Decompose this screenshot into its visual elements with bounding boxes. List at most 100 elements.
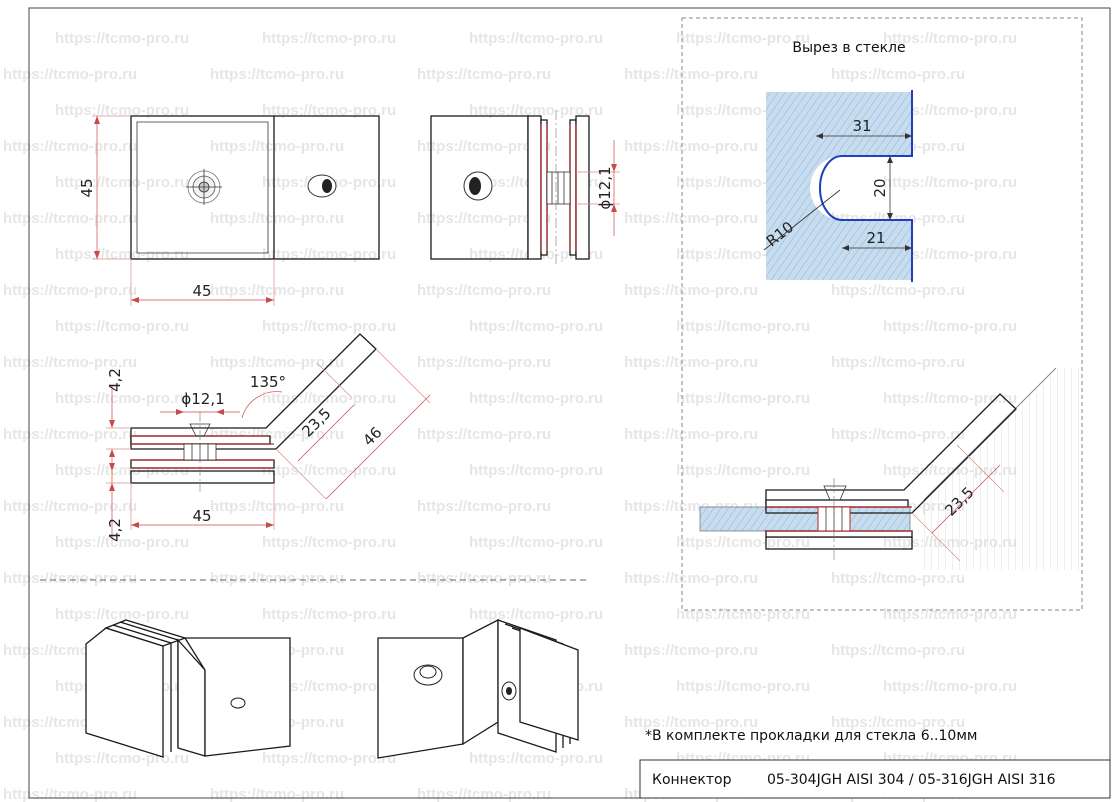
watermark-text: https://tcmo-pro.ru xyxy=(417,282,551,299)
watermark-text: https://tcmo-pro.ru xyxy=(676,318,810,335)
watermark-text: https://tcmo-pro.ru xyxy=(676,30,810,47)
watermark-text: https://tcmo-pro.ru xyxy=(3,210,137,227)
watermark-text: https://tcmo-pro.ru xyxy=(883,30,1017,47)
side-view: ϕ12,1 xyxy=(430,110,620,264)
watermark-text: https://tcmo-pro.ru xyxy=(831,354,965,371)
arm-total-label: 46 xyxy=(359,423,385,449)
front-bolt-head-icon xyxy=(307,174,337,198)
watermark-text: https://tcmo-pro.ru xyxy=(469,750,603,767)
watermark-text: https://tcmo-pro.ru xyxy=(624,642,758,659)
watermark-text: https://tcmo-pro.ru xyxy=(3,570,137,587)
iso-bolt-icon xyxy=(413,664,443,686)
gasket-note: *В комплекте прокладки для стекла 6..10м… xyxy=(645,728,977,744)
watermark-text: https://tcmo-pro.ru xyxy=(417,786,551,802)
watermark-text: https://tcmo-pro.ru xyxy=(210,354,344,371)
watermark-text: https://tcmo-pro.ru xyxy=(469,606,603,623)
top-diameter-label: ϕ12,1 xyxy=(181,390,224,408)
watermark-text: https://tcmo-pro.ru xyxy=(676,390,810,407)
watermark-text: https://tcmo-pro.ru xyxy=(3,498,137,515)
watermark-text: https://tcmo-pro.ru xyxy=(469,462,603,479)
watermark-text: https://tcmo-pro.ru xyxy=(624,138,758,155)
watermark-text: https://tcmo-pro.ru xyxy=(210,786,344,802)
watermark-text: https://tcmo-pro.ru xyxy=(883,390,1017,407)
watermark-text: https://tcmo-pro.ru xyxy=(624,66,758,83)
watermark-text: https://tcmo-pro.ru xyxy=(210,498,344,515)
top-width-label: 45 xyxy=(192,507,211,525)
watermark-text: https://tcmo-pro.ru xyxy=(262,102,396,119)
watermark-text: https://tcmo-pro.ru xyxy=(262,678,396,695)
watermark-text: https://tcmo-pro.ru xyxy=(55,318,189,335)
side-diameter-label: ϕ12,1 xyxy=(596,166,614,209)
watermark-text: https://tcmo-pro.ru xyxy=(3,786,137,802)
watermark-text: https://tcmo-pro.ru xyxy=(676,678,810,695)
watermark-text: https://tcmo-pro.ru xyxy=(262,606,396,623)
watermark-text: https://tcmo-pro.ru xyxy=(676,534,810,551)
iso-screw-icon xyxy=(501,681,517,701)
watermark-text: https://tcmo-pro.ru xyxy=(3,138,137,155)
title-block-models: 05-304JGH AISI 304 / 05-316JGH AISI 316 xyxy=(767,772,1056,788)
watermark-text: https://tcmo-pro.ru xyxy=(624,714,758,731)
front-height-label: 45 xyxy=(78,178,96,197)
watermark-text: https://tcmo-pro.ru xyxy=(417,138,551,155)
watermark-text: https://tcmo-pro.ru xyxy=(624,570,758,587)
watermark-text: https://tcmo-pro.ru xyxy=(262,750,396,767)
watermark-text: https://tcmo-pro.ru xyxy=(262,462,396,479)
watermark-text: https://tcmo-pro.ru xyxy=(262,318,396,335)
watermark-text: https://tcmo-pro.ru xyxy=(883,174,1017,191)
watermark-text: https://tcmo-pro.ru xyxy=(469,318,603,335)
installed-glass xyxy=(699,506,911,532)
watermark-text: https://tcmo-pro.ru xyxy=(883,606,1017,623)
watermark-text: https://tcmo-pro.ru xyxy=(417,354,551,371)
watermark-text: https://tcmo-pro.ru xyxy=(883,318,1017,335)
lower-thickness-label: 4,2 xyxy=(106,518,124,542)
watermark-text: https://tcmo-pro.ru xyxy=(831,714,965,731)
cutout-height-label: 20 xyxy=(871,178,889,197)
watermark-text: https://tcmo-pro.ru xyxy=(3,354,137,371)
watermark-text: https://tcmo-pro.ru xyxy=(55,246,189,263)
watermark-text: https://tcmo-pro.ru xyxy=(55,534,189,551)
watermark-text: https://tcmo-pro.ru xyxy=(3,426,137,443)
watermark-text: https://tcmo-pro.ru xyxy=(624,282,758,299)
watermark-text: https://tcmo-pro.ru xyxy=(469,534,603,551)
top-thickness-label: 4,2 xyxy=(106,368,124,392)
front-width-label: 45 xyxy=(192,282,211,300)
watermark-text: https://tcmo-pro.ru xyxy=(262,246,396,263)
sheet-border xyxy=(28,7,1111,799)
watermark-text: https://tcmo-pro.ru xyxy=(676,462,810,479)
watermark-text: https://tcmo-pro.ru xyxy=(883,678,1017,695)
cutout-title: Вырез в стекле xyxy=(792,40,905,56)
watermark-text: https://tcmo-pro.ru xyxy=(55,750,189,767)
watermark-text: https://tcmo-pro.ru xyxy=(624,210,758,227)
watermark-text: https://tcmo-pro.ru xyxy=(676,606,810,623)
watermark-text: https://tcmo-pro.ru xyxy=(210,138,344,155)
watermark-text: https://tcmo-pro.ru xyxy=(469,30,603,47)
watermark-text: https://tcmo-pro.ru xyxy=(3,282,137,299)
watermark-text: https://tcmo-pro.ru xyxy=(417,570,551,587)
watermark-text: https://tcmo-pro.ru xyxy=(469,102,603,119)
watermark-text: https://tcmo-pro.ru xyxy=(883,246,1017,263)
top-view-135: 4,2 4,2 ϕ12,1 135° 23,5 46 45 xyxy=(106,333,431,542)
cutout-width-label: 31 xyxy=(852,117,871,135)
watermark-text: https://tcmo-pro.ru xyxy=(831,66,965,83)
isometric-view-right xyxy=(377,618,579,759)
watermark-text: https://tcmo-pro.ru xyxy=(55,390,189,407)
glass-cutout-shape xyxy=(766,92,912,280)
watermark-text: https://tcmo-pro.ru xyxy=(831,282,965,299)
watermark-text: https://tcmo-pro.ru xyxy=(417,66,551,83)
watermark-text: https://tcmo-pro.ru xyxy=(624,426,758,443)
watermark-text: https://tcmo-pro.ru xyxy=(210,570,344,587)
wall-hatch xyxy=(924,368,1082,570)
watermark-text: https://tcmo-pro.ru xyxy=(417,210,551,227)
title-block: Коннектор 05-304JGH AISI 304 / 05-316JGH… xyxy=(639,759,1111,799)
watermark-text: https://tcmo-pro.ru xyxy=(262,390,396,407)
watermark-text: https://tcmo-pro.ru xyxy=(55,30,189,47)
watermark-text: https://tcmo-pro.ru xyxy=(831,642,965,659)
cutout-panel: Вырез в стекле 31 20 R10 21 2 xyxy=(681,17,1083,611)
isometric-view-left xyxy=(85,619,291,758)
watermark-text: https://tcmo-pro.ru xyxy=(210,282,344,299)
watermark-text: https://tcmo-pro.ru xyxy=(417,426,551,443)
side-bolt-head-icon xyxy=(463,171,493,201)
watermark-text: https://tcmo-pro.ru xyxy=(210,210,344,227)
watermark-text: https://tcmo-pro.ru xyxy=(55,606,189,623)
